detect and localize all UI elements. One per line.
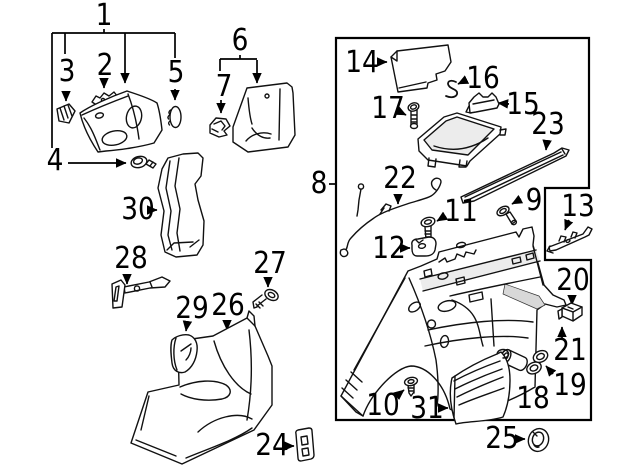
callout-26: 26 [211, 288, 245, 323]
callout-18: 18 [516, 381, 550, 416]
part-9-fastener-drawing [496, 205, 518, 226]
callout-23: 23 [531, 107, 565, 142]
callout-10: 10 [366, 388, 400, 423]
callout-15: 15 [506, 87, 540, 122]
part-16-hook-drawing [445, 79, 458, 99]
callout-3: 3 [58, 54, 76, 89]
part-25-grommet-drawing [527, 427, 550, 453]
callout-2: 2 [96, 48, 114, 83]
callout-31: 31 [410, 391, 444, 426]
callout-4: 4 [46, 143, 64, 178]
part-4-push-pin-drawing [130, 155, 157, 169]
callout-6: 6 [231, 23, 249, 58]
part-13-bracket-drawing [546, 226, 593, 254]
callout-13: 13 [561, 189, 595, 224]
callout-11: 11 [444, 194, 478, 229]
part-20-21-clip-drawing [557, 302, 583, 322]
part-27-screw-drawing [252, 288, 279, 309]
part-15-bracket-drawing [465, 92, 500, 114]
part-24-clip-plate-drawing [295, 427, 315, 462]
part-10-screw-drawing [403, 376, 419, 397]
callout-28: 28 [114, 241, 148, 276]
part-5-gasket-drawing [167, 105, 182, 129]
storage-bin-drawing [417, 112, 507, 168]
callout-21: 21 [553, 333, 587, 368]
part-17-screw-drawing [407, 102, 420, 130]
callout-25: 25 [485, 421, 519, 456]
callout-17: 17 [371, 91, 405, 126]
callout-20: 20 [556, 263, 590, 298]
callout-24: 24 [255, 428, 289, 463]
part-22-wire-harness-drawing [339, 177, 442, 258]
callout-1: 1 [95, 0, 113, 33]
part-12-clip-drawing [411, 236, 437, 257]
part-11-screw-drawing [420, 216, 436, 244]
group-8-frame [334, 36, 593, 422]
part-29-cover-drawing [170, 334, 198, 374]
part-26-quarter-trim-drawing [130, 310, 273, 465]
callout-12: 12 [372, 231, 406, 266]
callout-16: 16 [466, 61, 500, 96]
callout-30: 30 [121, 192, 155, 227]
part-31-garnish-drawing [449, 348, 511, 425]
part-6-trim-panel-drawing [232, 82, 296, 153]
callout-14: 14 [345, 45, 379, 80]
leader-lines [51, 29, 577, 451]
callout-7: 7 [215, 69, 233, 104]
part-14-cover-panel-drawing [390, 44, 452, 93]
part-3-clip-drawing [56, 103, 76, 124]
callout-22: 22 [383, 161, 417, 196]
part-30-pillar-trim-drawing [157, 152, 205, 258]
callout-5: 5 [167, 55, 185, 90]
callout-29: 29 [175, 291, 209, 326]
part-28-bracket-drawing [111, 276, 171, 309]
part-1-trim-panel-drawing [79, 90, 163, 153]
part-23-sill-strip-drawing [460, 147, 570, 204]
callout-9: 9 [525, 183, 543, 218]
part-7-clip-drawing [209, 117, 231, 138]
callout-27: 27 [253, 246, 287, 281]
callout-8: 8 [310, 166, 328, 201]
callout-19: 19 [553, 368, 587, 403]
part-19-plugs-drawing [526, 349, 549, 375]
